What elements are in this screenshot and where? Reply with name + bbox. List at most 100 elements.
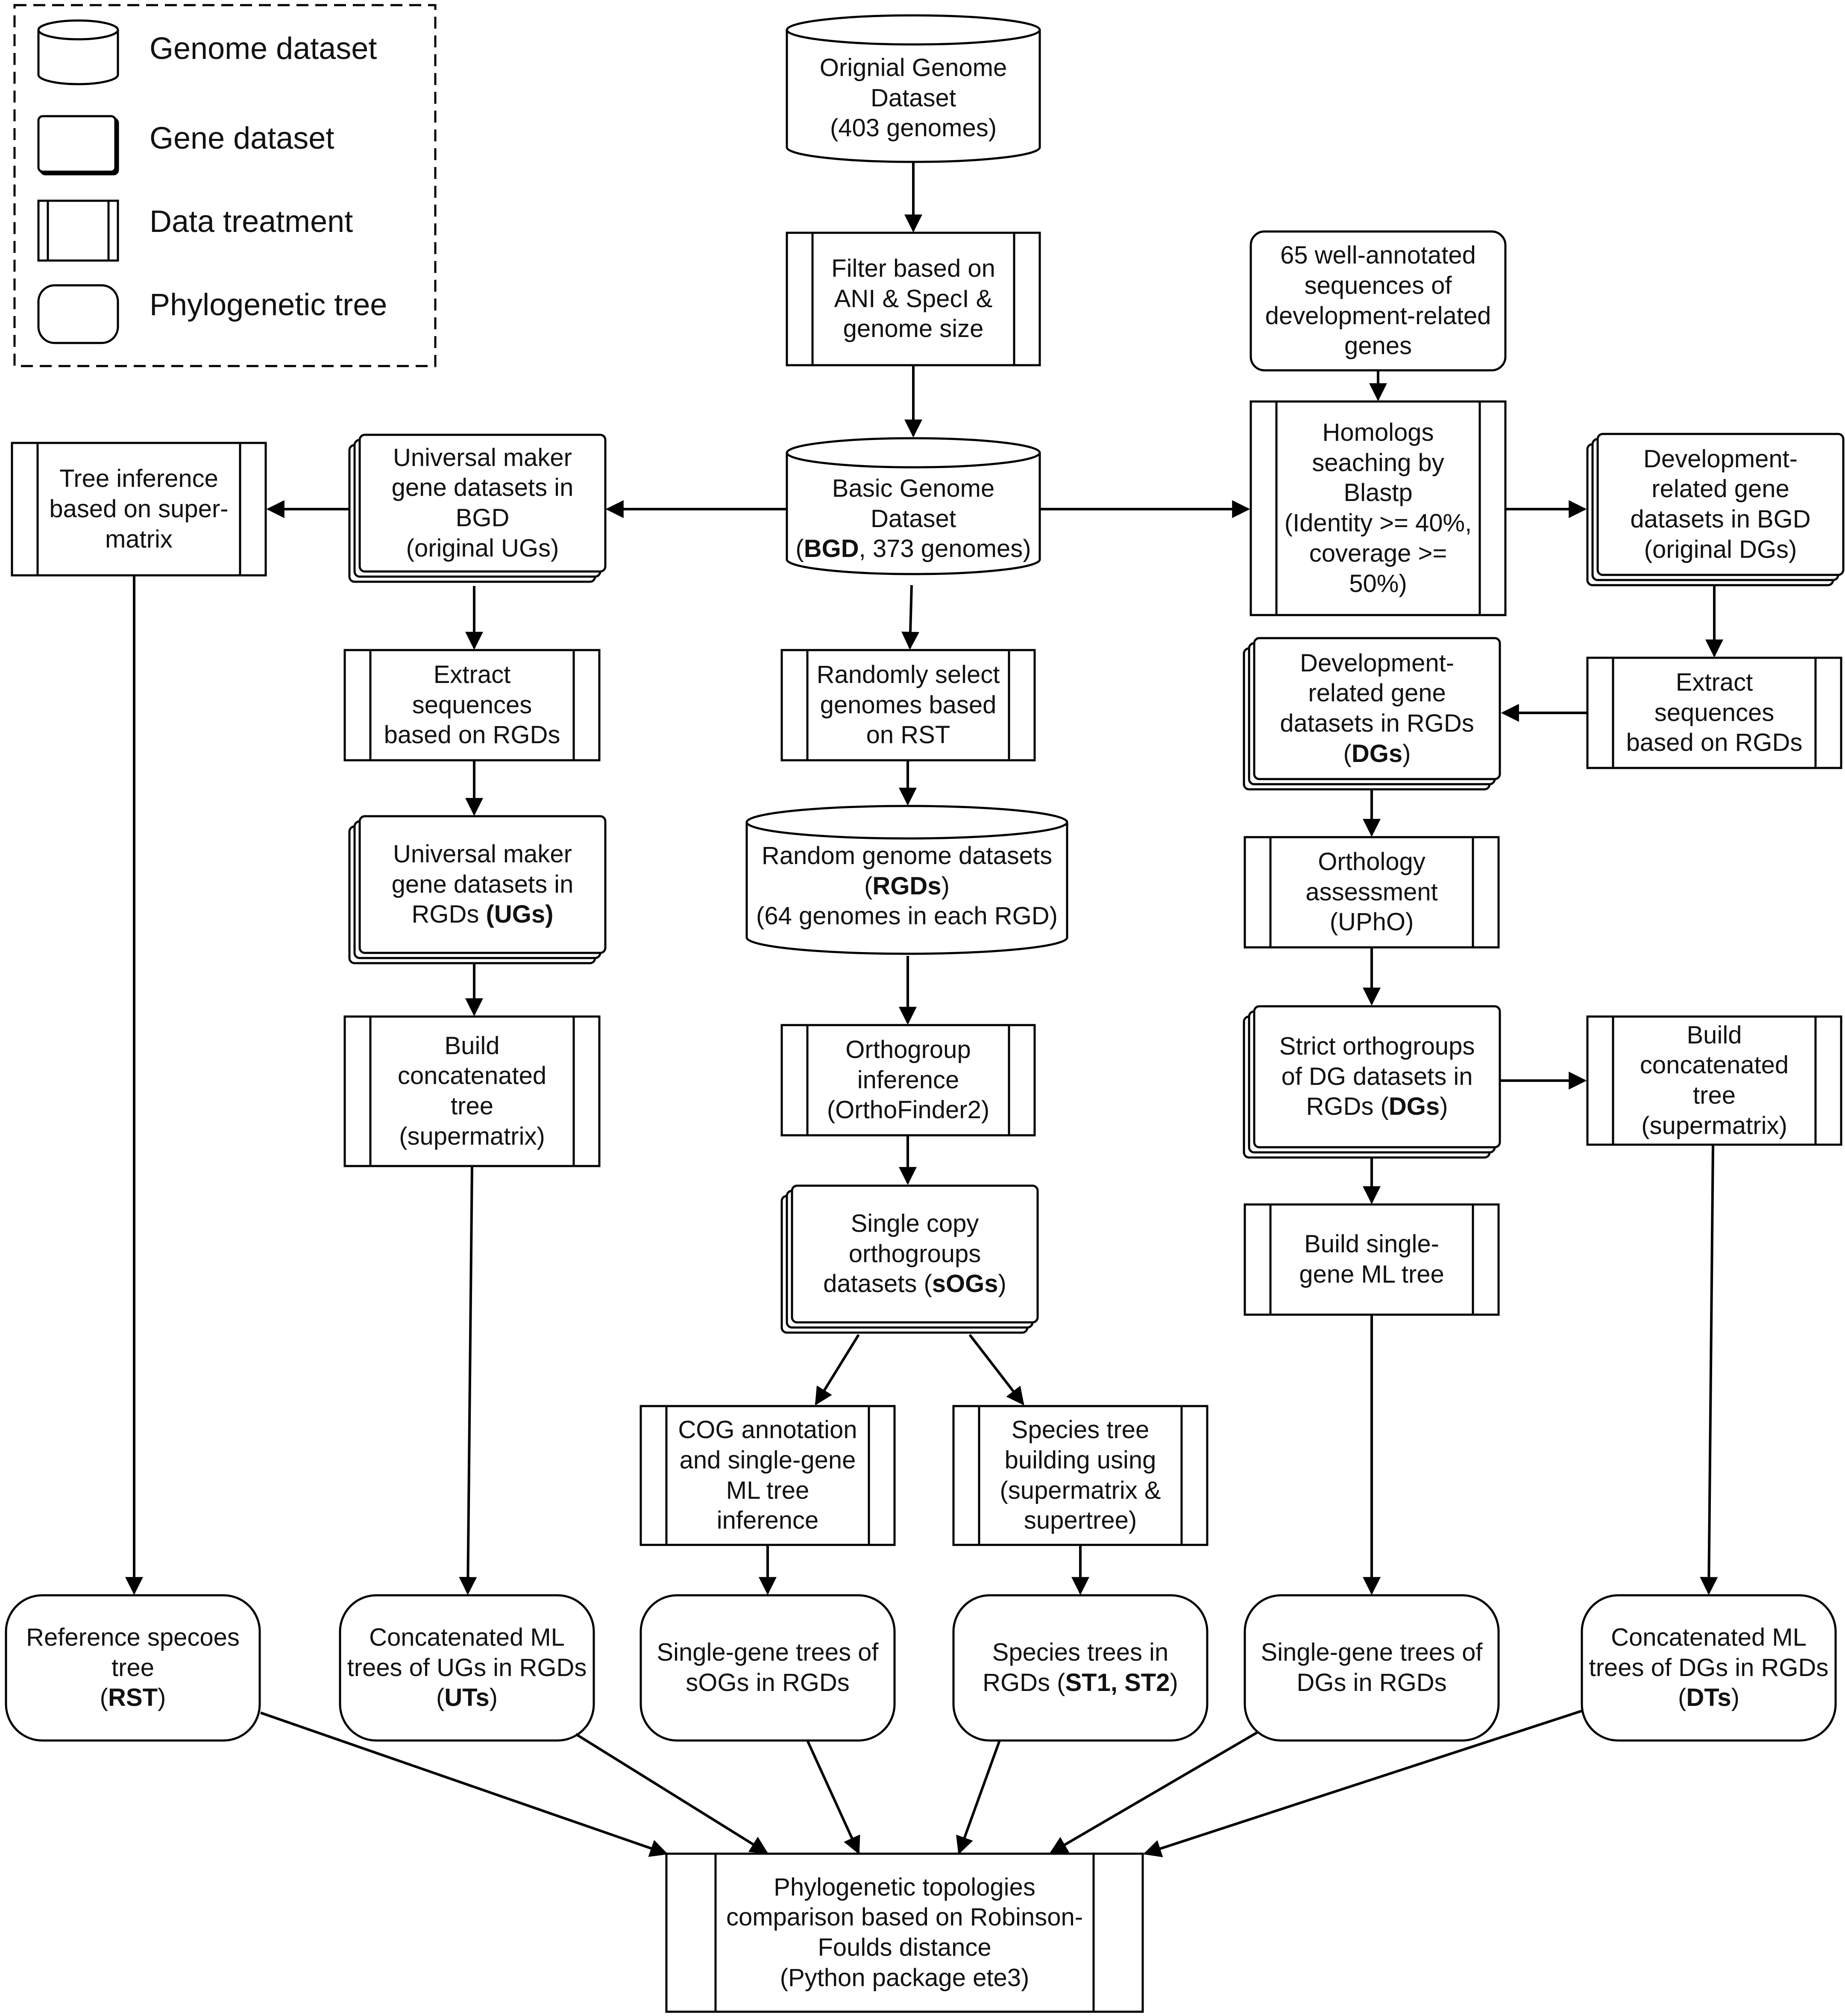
legend-rounded-icon [37,284,119,344]
arrow-buildconcat-dts [1700,1144,1718,1595]
species-build-shape [952,1405,1208,1546]
extract-dg-node: Extract sequences based on RGDs [1613,659,1816,767]
cog-node: COG annotation and single-gene ML tree i… [666,1407,869,1544]
arrow-build-uts [459,1166,477,1595]
extract-ug-shape [343,649,601,762]
node-text: Universal maker gene datasets in BGD (or… [391,443,574,562]
cog-shape [639,1405,896,1546]
node-text: Build concatenated tree (supermatrix) [397,1031,547,1150]
univ-bgd-node: Universal maker gene datasets in BGD (or… [360,435,605,571]
legend-genome-dataset-label: Genome dataset [150,32,377,66]
build-single-node: Build single- gene ML tree [1270,1206,1473,1313]
sog-trees-node: Single-gene trees of sOGs in RGDs [641,1595,895,1741]
homologs-node: Homologs seaching by Blastp (Identity >=… [1276,404,1480,613]
legend-cylinder-icon [37,19,119,85]
rst-shape [5,1594,261,1742]
node-text: Orignial Genome Dataset (403 genomes) [819,53,1007,142]
homologs-shape [1250,400,1507,616]
orthogroup-shape [780,1024,1036,1137]
arrow-singlecopy-species [968,1334,1024,1406]
uts-shape [339,1594,595,1742]
basic-genome-node: Basic Genome Dataset (BGD, 373 genomes) [795,474,1031,563]
arrow-uts-comparison [575,1733,769,1854]
strict-og-node: Strict orthogroups of DG datasets in RGD… [1279,1032,1475,1121]
legend-gene-dataset-label: Gene dataset [150,121,334,156]
dts-shape [1581,1594,1837,1742]
arrow-dgtrees-comparison [1049,1731,1259,1854]
comparison-node: Phylogenetic topologies comparison based… [716,1856,1094,2010]
node-text: Phylogenetic topologies comparison based… [726,1873,1083,1992]
dev-bgd-shape [1586,433,1845,586]
node-text: Extract sequences based on RGDs [384,660,560,749]
univ-rgd-node: Universal maker gene datasets in RGDs (U… [391,840,574,929]
tree-inference-node: Tree inference based on super- matrix [38,444,240,574]
univ-bgd-shape [348,434,607,583]
legend-stack-icon [37,115,119,176]
dev-rgd-node: Development- related gene datasets in RG… [1280,649,1474,768]
orthogroup-node: Orthogroup inference (OrthoFinder2) [807,1026,1009,1134]
dts-node: Concatenated ML trees of DGs in RGDs (DT… [1589,1623,1829,1712]
build-concat-dg-node: Build concatenated tree (supermatrix) [1613,1018,1816,1143]
node-text: Randomly select genomes based on RST [816,660,1000,749]
original-genome-shape [786,14,1041,163]
node-text: Build concatenated tree (supermatrix) [1640,1021,1789,1140]
arrow-singlecopy-cog [815,1334,860,1406]
basic-genome-shape [786,437,1041,575]
species-trees-shape [952,1594,1208,1742]
random-select-shape [780,649,1036,762]
legend-box [13,4,437,367]
node-text: Development- related gene datasets in BG… [1630,445,1811,563]
arrow-sogtrees-comparison [806,1740,860,1855]
arrow-rst-comparison [260,1711,668,1857]
dev-rgd-shape [1243,637,1501,791]
node-text: Orthology assessment (UPhO) [1305,847,1438,936]
legend-phylogenetic-tree-label: Phylogenetic tree [150,288,387,322]
build-concat-dg-shape [1586,1015,1842,1146]
legend-data-treatment-label: Data treatment [150,205,353,239]
node-text: Single-gene trees of sOGs in RGDs [657,1638,879,1697]
random-select-node: Randomly select genomes based on RST [807,651,1009,759]
wellannotated-node: 65 well-annotated sequences of developme… [1251,231,1505,370]
filter-node: Filter based on ANI & SpecI & genome siz… [813,235,1014,363]
tree-inference-shape [11,442,267,577]
extract-dg-shape [1586,656,1842,769]
random-genome-shape [745,805,1068,955]
node-text: Extract sequences based on RGDs [1626,668,1803,757]
random-genome-node: Random genome datasets (RGDs) (64 genome… [756,841,1058,930]
extract-ug-node: Extract sequences based on RGDs [370,651,574,759]
node-text: 65 well-annotated sequences of developme… [1265,241,1491,360]
build-single-shape [1244,1203,1500,1316]
orthology-node: Orthology assessment (UPhO) [1270,838,1473,946]
single-copy-node: Single copy orthogroups datasets (sOGs) [823,1209,1006,1298]
node-text: COG annotation and single-gene ML tree i… [678,1416,857,1535]
strict-og-shape [1243,1005,1501,1159]
legend-process-icon [37,199,119,262]
dg-trees-node: Single-gene trees of DGs in RGDs [1245,1595,1499,1741]
original-genome-node: Orignial Genome Dataset (403 genomes) [787,45,1040,152]
build-concat-ug-node: Build concatenated tree (supermatrix) [370,1018,574,1165]
node-text: Species tree building using (supermatrix… [1000,1416,1161,1535]
node-text: Filter based on ANI & SpecI & genome siz… [831,254,995,343]
rst-node: Reference specoes tree (RST) [26,1623,240,1712]
node-text: Tree inference based on super- matrix [49,465,229,553]
build-concat-ug-shape [343,1015,601,1167]
arrow-basic-random [901,585,920,650]
arrow-dts-comparison [1143,1709,1583,1858]
uts-node: Concatenated ML trees of UGs in RGDs (UT… [347,1623,587,1712]
filter-shape [786,231,1041,366]
sog-trees-shape [639,1594,896,1742]
orthology-shape [1244,836,1500,949]
node-text: Orthogroup inference (OrthoFinder2) [827,1035,990,1124]
node-text: Single-gene trees of DGs in RGDs [1261,1638,1483,1697]
node-text: Build single- gene ML tree [1299,1230,1444,1288]
species-trees-node: Species trees in RGDs (ST1, ST2) [983,1638,1178,1697]
single-copy-shape [780,1184,1039,1334]
dev-bgd-node: Development- related gene datasets in BG… [1598,434,1843,575]
comparison-shape [665,1852,1144,2013]
arrow-speciestrees-comparison [956,1740,1001,1855]
univ-rgd-shape [348,815,607,964]
species-build-node: Species tree building using (supermatrix… [979,1407,1182,1544]
node-text: Homologs seaching by Blastp (Identity >=… [1284,418,1472,598]
